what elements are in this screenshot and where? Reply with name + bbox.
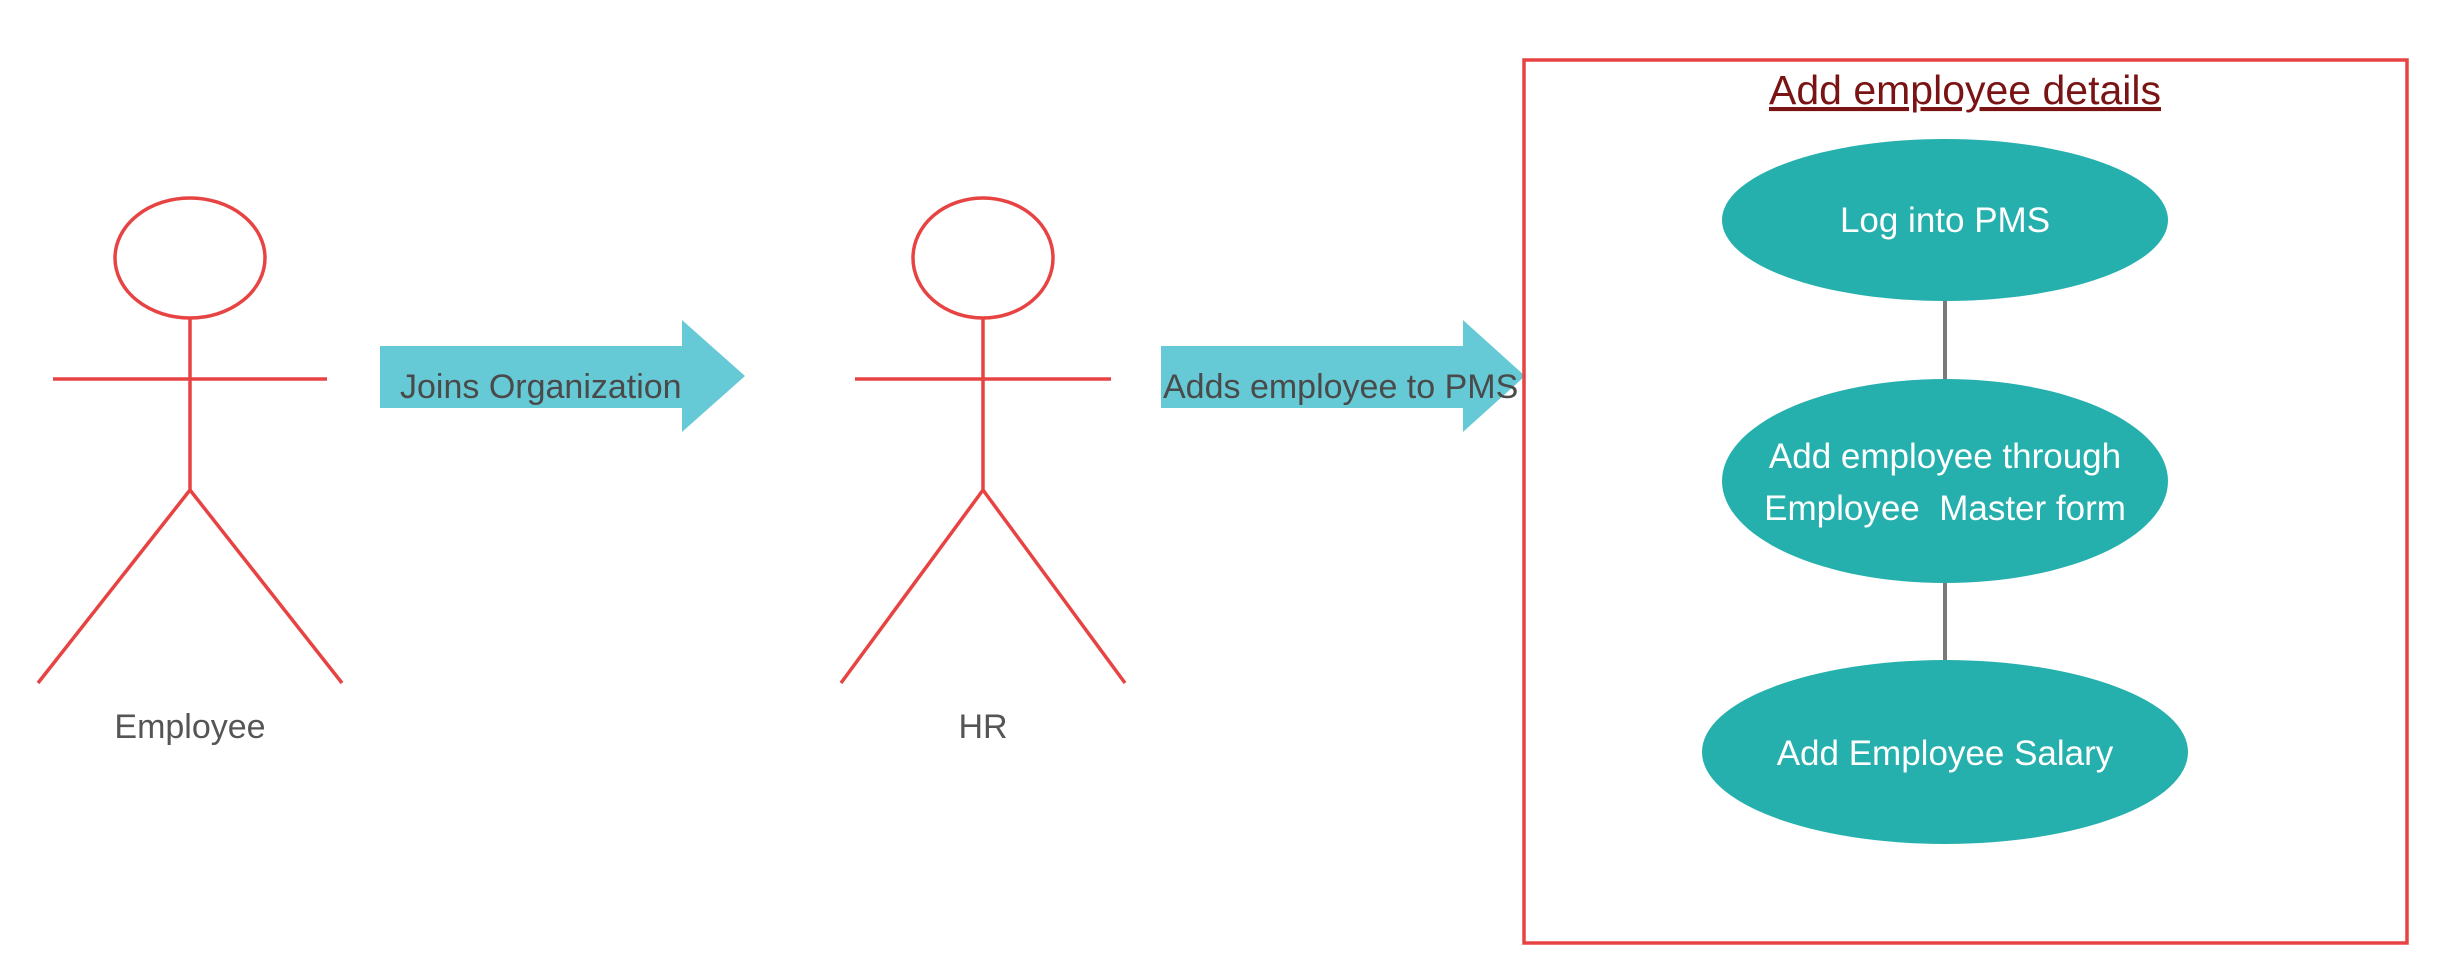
usecase-log-into-pms-shape — [1722, 139, 2168, 301]
usecase-add-employee-salary-label: Add Employee Salary — [1777, 734, 2114, 773]
actor-employee-head — [113, 196, 267, 320]
actor-hr: HR — [839, 196, 1127, 746]
actor-hr-right-leg — [981, 488, 1127, 685]
arrow-joins-organization-label: Joins Organization — [400, 368, 682, 406]
arrow-joins-organization-shape — [380, 320, 745, 432]
actor-hr-head — [911, 196, 1055, 320]
usecase-add-employee-master-form-shape — [1722, 379, 2168, 583]
arrow-joins-organization: Joins Organization — [380, 320, 745, 432]
actor-employee-label: Employee — [114, 708, 265, 746]
usecase-log-into-pms-label: Log into PMS — [1840, 201, 2050, 240]
actor-employee: Employee — [36, 196, 344, 746]
actor-employee-left-leg — [36, 488, 192, 685]
arrow-adds-employee: Adds employee to PMS — [1161, 320, 1525, 432]
actor-hr-label: HR — [958, 708, 1007, 746]
usecase-log-into-pms: Log into PMS — [1722, 139, 2168, 301]
usecase-add-employee-master-form-label-line1: Add employee through — [1769, 437, 2121, 476]
system-boundary: Add employee details Log into PMS Add em… — [1522, 58, 2409, 945]
usecase-add-employee-master-form-label-line2: Employee Master form — [1764, 489, 2126, 528]
usecase-add-employee-master-form: Add employee through Employee Master for… — [1722, 379, 2168, 583]
usecase-add-employee-salary-shape — [1702, 660, 2188, 844]
usecase-add-employee-salary: Add Employee Salary — [1702, 660, 2188, 844]
actor-employee-right-leg — [188, 488, 344, 685]
system-boundary-title: Add employee details — [1769, 67, 2161, 113]
actor-hr-left-leg — [839, 488, 985, 685]
system-boundary-border — [1522, 58, 2409, 945]
arrow-adds-employee-shape — [1161, 320, 1525, 432]
arrow-adds-employee-label: Adds employee to PMS — [1163, 368, 1518, 406]
